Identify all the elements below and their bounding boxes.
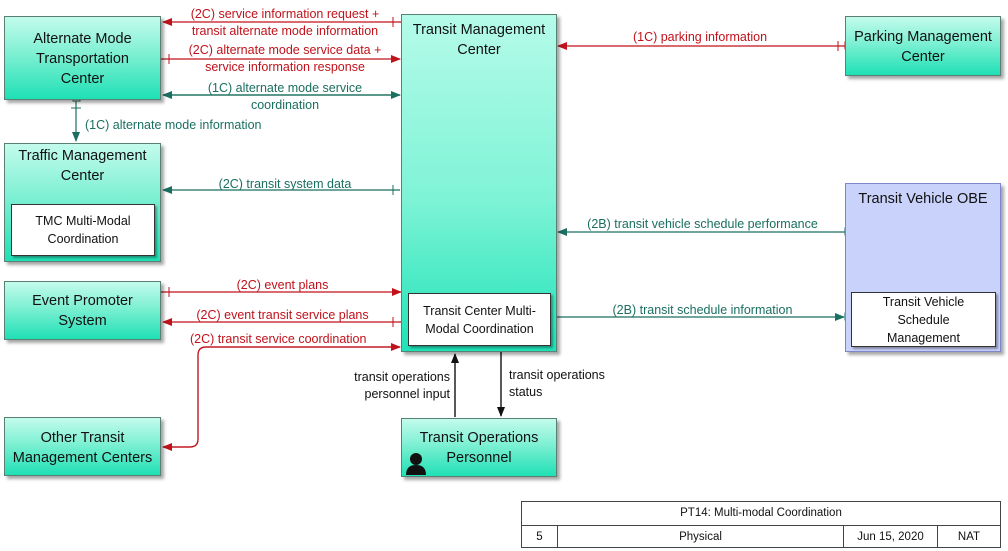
diagram-number: 5 (522, 526, 558, 548)
diagram-view: Physical (558, 526, 844, 548)
flow-label-service-information-request: (2C) service information request +transi… (190, 7, 380, 38)
person-icon (406, 453, 426, 475)
flow-label-alternate-mode-service-data: (2C) alternate mode service data +servic… (188, 43, 382, 74)
flow-label-event-plans: (2C) event plans (236, 278, 329, 292)
diagram-title-block: PT14: Multi-modal Coordination 5 Physica… (521, 501, 1001, 548)
flow-line-transit-service-coordination (162, 343, 401, 451)
flow-label-transit-system-data: (2C) transit system data (218, 177, 352, 191)
diagram-date: Jun 15, 2020 (844, 526, 938, 548)
flow-label-parking-information: (1C) parking information (632, 30, 768, 44)
flow-label-vehicle-schedule-performance: (2B) transit vehicle schedule performanc… (587, 217, 818, 231)
flow-label-transit-schedule-information: (2B) transit schedule information (612, 303, 793, 317)
flow-label-transit-service-coordination: (2C) transit service coordination (190, 332, 367, 346)
flow-label-event-transit-service-plans: (2C) event transit service plans (196, 308, 369, 322)
flow-label-alternate-mode-information: (1C) alternate mode information (85, 118, 262, 132)
diagram-scope: NAT (957, 531, 981, 543)
flow-line-alternate-mode-information (71, 93, 81, 142)
node-title: Transit Vehicle OBE (858, 191, 988, 207)
diagram-title: PT14: Multi-modal Coordination (522, 502, 1000, 526)
subcomponent-transit-center-multi-modal-coordination[interactable]: Transit Center Multi-Modal Coordination (408, 293, 551, 346)
